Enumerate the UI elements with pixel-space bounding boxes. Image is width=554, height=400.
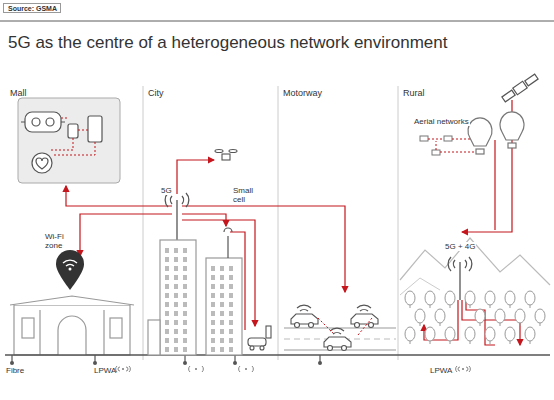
lpwa-label: LPWA [430,366,452,375]
source-text: Source: GSMA [8,5,56,12]
diagram-title: 5G as the centre of a heterogeneous netw… [8,33,447,53]
small-cell-label: Small cell [232,186,260,204]
section-label: Mall [10,88,27,98]
fibre-label: Fibre [6,366,24,375]
tower-label: 5G + 4G [444,242,476,251]
tower-label: 5G [160,186,173,195]
section-label: Rural [403,88,425,98]
lpwa-label: LPWA [94,366,116,375]
source-box: Source: GSMA [3,3,61,13]
section-label: City [148,88,164,98]
section-label: Motorway [283,88,322,98]
wifi-label: Wi-Fi zone [44,232,76,250]
aerial-label: Aerial networks [413,117,470,126]
